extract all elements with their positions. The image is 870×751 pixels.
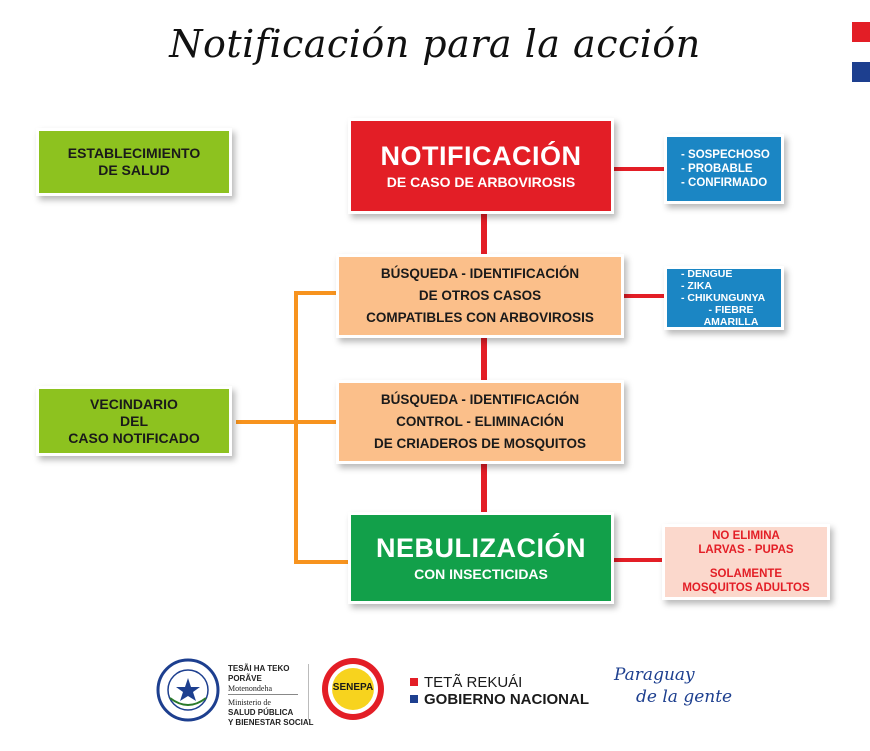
case-types-box: - SOSPECHOSO - PROBABLE - CONFIRMADO — [664, 134, 784, 204]
establishment-box: ESTABLECIMIENTO DE SALUD — [36, 128, 232, 196]
gov-red-square — [410, 678, 418, 686]
page-title: Notificación para la acción — [169, 22, 701, 66]
case-type-item: - CONFIRMADO — [681, 177, 768, 189]
nebulization-subtitle: CON INSECTICIDAS — [414, 566, 548, 582]
search-line-2: DE OTROS CASOS — [418, 288, 542, 303]
connector-orange-vertical — [294, 291, 298, 564]
flag-red-stripe — [852, 22, 870, 42]
ministry-line: Ministerio de — [228, 698, 271, 707]
notification-box: NOTIFICACIÓN DE CASO DE ARBOVIROSIS — [348, 118, 614, 214]
neighborhood-line-1: VECINDARIO — [90, 395, 178, 412]
ministry-name: Ministerio de SALUD PÚBLICA Y BIENESTAR … — [228, 698, 314, 728]
note-line: NO ELIMINA — [712, 530, 780, 542]
ministry-guarani-line: TESÃI HA TEKO — [228, 664, 290, 673]
ministry-guarani-line: PORÃVE — [228, 674, 262, 683]
establishment-line-1: ESTABLECIMIENTO — [67, 145, 201, 161]
control-line-3: DE CRIADEROS DE MOSQUITOS — [373, 436, 587, 451]
gov-blue-square — [410, 695, 418, 703]
notification-title: NOTIFICACIÓN — [380, 141, 582, 171]
breeding-control-box: BÚSQUEDA - IDENTIFICACIÓN CONTROL - ELIM… — [336, 380, 624, 464]
diseases-box: - DENGUE - ZIKA - CHIKUNGUNYA - FIEBRE A… — [664, 266, 784, 330]
neighborhood-box: VECINDARIO DEL CASO NOTIFICADO — [36, 386, 232, 456]
neighborhood-line-3: CASO NOTIFICADO — [68, 429, 200, 446]
control-line-2: CONTROL - ELIMINACIÓN — [396, 414, 564, 429]
connector-right-bottom — [612, 558, 662, 562]
disease-item: - ZIKA — [681, 280, 712, 292]
connector-right-top — [612, 167, 664, 171]
disease-item: - CHIKUNGUNYA — [681, 292, 766, 304]
disease-item: - DENGUE — [681, 268, 733, 280]
gov-name: TETÃ REKUÁI GOBIERNO NACIONAL — [424, 674, 589, 708]
connector-orange-middle — [294, 420, 338, 424]
connector-vertical-red — [481, 208, 487, 518]
connector-left-lower — [236, 420, 294, 424]
notification-subtitle: DE CASO DE ARBOVIROSIS — [386, 174, 576, 190]
slogan: Paraguay de la gente — [614, 664, 732, 708]
control-line-1: BÚSQUEDA - IDENTIFICACIÓN — [380, 392, 580, 407]
slogan-line: Paraguay — [614, 665, 695, 685]
case-type-item: - SOSPECHOSO — [681, 149, 770, 161]
senepa-label: SENEPA — [332, 682, 374, 693]
nebulization-box: NEBULIZACIÓN CON INSECTICIDAS — [348, 512, 614, 604]
connector-orange-top — [294, 291, 338, 295]
case-type-item: - PROBABLE — [681, 163, 753, 175]
gov-line: TETÃ REKUÁI — [424, 674, 523, 691]
connector-orange-bottom — [294, 560, 350, 564]
connector-right-middle — [622, 294, 664, 298]
slogan-line: de la gente — [636, 687, 733, 707]
ministry-line: Y BIENESTAR SOCIAL — [228, 718, 314, 727]
gov-line: GOBIERNO NACIONAL — [424, 691, 589, 708]
disease-item: - FIEBRE AMARILLA — [703, 304, 759, 328]
senepa-logo-icon — [322, 658, 384, 720]
republic-seal-icon — [156, 658, 220, 722]
search-cases-box: BÚSQUEDA - IDENTIFICACIÓN DE OTROS CASOS… — [336, 254, 624, 338]
neighborhood-line-2: DEL — [120, 412, 148, 429]
footer-divider — [308, 664, 309, 720]
note-line: LARVAS - PUPAS — [698, 544, 794, 556]
establishment-line-2: DE SALUD — [98, 162, 170, 178]
nebulization-title: NEBULIZACIÓN — [376, 533, 586, 563]
search-line-1: BÚSQUEDA - IDENTIFICACIÓN — [380, 266, 580, 281]
ministry-guarani: TESÃI HA TEKO PORÃVE Motenondeha — [228, 664, 289, 694]
ministry-divider — [228, 694, 298, 695]
search-line-3: COMPATIBLES CON ARBOVIROSIS — [366, 310, 594, 325]
ministry-guarani-line: Motenondeha — [228, 684, 272, 693]
ministry-line: SALUD PÚBLICA — [228, 708, 294, 717]
flag-blue-stripe — [852, 62, 870, 82]
note-line: MOSQUITOS ADULTOS — [682, 582, 810, 594]
nebulization-note-box: NO ELIMINA LARVAS - PUPAS SOLAMENTE MOSQ… — [662, 524, 830, 600]
note-line: SOLAMENTE — [709, 568, 783, 580]
